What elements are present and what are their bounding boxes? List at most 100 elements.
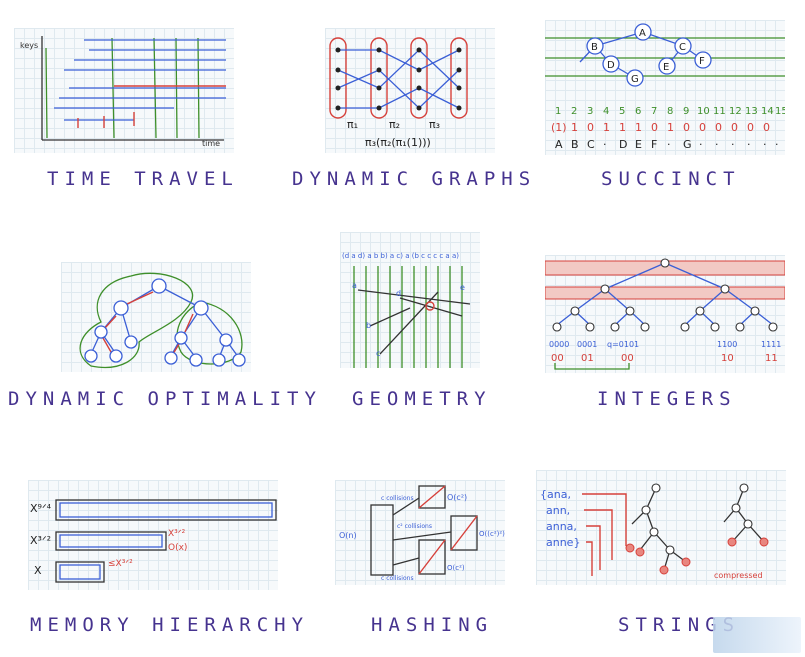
svg-text:5: 5 — [619, 106, 625, 117]
tile-label: HASHING — [371, 614, 494, 636]
bound-2: O(c²) — [447, 564, 465, 572]
point-label-b: b — [366, 321, 371, 330]
level-label-1: X³ᐟ² — [30, 534, 51, 547]
tag-collisions-1: c² collisions — [397, 523, 432, 530]
geometry-letter-row: (d a d) a b b) a c) a (b c c c c a a) — [342, 252, 459, 260]
tag-collisions-2: c collisions — [381, 575, 414, 582]
axis-label-keys: keys — [20, 41, 38, 50]
dynamic-graphs-drawing: π₁ π₂ π₃ π₃(π₂(π₁(1))) — [329, 37, 468, 149]
hashing-illustration: c collisions c² collisions c collisions … — [335, 480, 505, 585]
hashing-drawing: c collisions c² collisions c collisions … — [339, 485, 505, 582]
svg-text:11: 11 — [713, 106, 726, 117]
svg-text:1: 1 — [571, 121, 578, 134]
pi2-label: π₂ — [389, 118, 400, 131]
svg-text:·: · — [603, 138, 607, 151]
node-g: G — [631, 74, 639, 85]
tile-strings[interactable]: {ana, ann, anna, anne} compressed STRING… — [536, 470, 796, 640]
prefix-01: 01 — [581, 353, 594, 364]
tile-integers[interactable]: 0000 0001 q=0101 1100 1111 00 01 00 10 1… — [544, 255, 790, 422]
prefix-00: 00 — [551, 353, 564, 364]
svg-text:15: 15 — [775, 106, 785, 117]
time-travel-drawing: keys time — [20, 36, 226, 148]
svg-text:E: E — [635, 138, 642, 151]
tile-label: DYNAMIC GRAPHS — [292, 168, 537, 190]
code-query: q=0101 — [607, 340, 639, 349]
node-f: F — [699, 56, 705, 67]
memory-hierarchy-drawing: X⁹ᐟ⁴ X³ᐟ² X X³ᐟ² O(x) ≤X³ᐟ² — [30, 499, 277, 583]
svg-text:(1): (1) — [551, 121, 567, 134]
svg-text:0: 0 — [683, 121, 690, 134]
bound-3: O(n) — [339, 531, 357, 540]
tile-time-travel[interactable]: keys time TIME TRAVEL — [14, 28, 234, 198]
bound-1: O((c²)²) — [479, 530, 505, 538]
svg-text:3: 3 — [587, 106, 593, 117]
axis-label-time: time — [202, 139, 220, 148]
svg-text:0: 0 — [699, 121, 706, 134]
svg-text:7: 7 — [651, 106, 657, 117]
svg-text:D: D — [619, 138, 627, 151]
tile-dynamic-graphs[interactable]: π₁ π₂ π₃ π₃(π₂(π₁(1))) DYNAMIC GRAPHS — [290, 28, 530, 198]
svg-text:13: 13 — [745, 106, 758, 117]
svg-text:G: G — [683, 138, 692, 151]
bound-0: O(c²) — [447, 493, 467, 502]
point-label-c: c — [376, 349, 380, 358]
integers-drawing: 0000 0001 q=0101 1100 1111 00 01 00 10 1… — [544, 258, 786, 370]
prefix-11: 11 — [765, 353, 778, 364]
word-3: anne} — [546, 536, 580, 549]
node-d: D — [607, 60, 615, 71]
tile-label: GEOMETRY — [352, 388, 492, 410]
svg-text:1: 1 — [555, 106, 561, 117]
time-travel-illustration: keys time — [14, 28, 234, 153]
watermark-logo — [713, 617, 801, 653]
composition-label: π₃(π₂(π₁(1))) — [365, 136, 431, 149]
word-0: {ana, — [540, 488, 571, 501]
word-2: anna, — [546, 520, 577, 533]
svg-text:12: 12 — [729, 106, 742, 117]
svg-text:10: 10 — [697, 106, 710, 117]
svg-text:2: 2 — [571, 106, 577, 117]
svg-text:9: 9 — [683, 106, 689, 117]
code-1111: 1111 — [761, 340, 781, 349]
node-e: E — [663, 62, 669, 73]
word-1: ann, — [546, 504, 570, 517]
dynamic-optimality-illustration — [61, 262, 251, 372]
tile-label: MEMORY HIERARCHY — [30, 614, 310, 636]
compressed-label: compressed — [714, 571, 763, 580]
svg-text:8: 8 — [667, 106, 673, 117]
dynamic-optimality-drawing — [79, 272, 246, 368]
tile-label: TIME TRAVEL — [47, 168, 239, 190]
strings-drawing: {ana, ann, anna, anne} compressed — [540, 483, 769, 580]
svg-text:0: 0 — [731, 121, 738, 134]
tile-hashing[interactable]: c collisions c² collisions c collisions … — [335, 480, 515, 640]
point-label-d: d — [396, 289, 401, 298]
svg-text:1: 1 — [603, 121, 610, 134]
svg-text:1: 1 — [635, 121, 642, 134]
geometry-illustration: (d a d) a b b) a c) a (b c c c c a a) a … — [340, 232, 480, 368]
note-2: ≤X³ᐟ² — [108, 559, 133, 569]
memory-hierarchy-illustration: X⁹ᐟ⁴ X³ᐟ² X X³ᐟ² O(x) ≤X³ᐟ² — [28, 480, 278, 590]
svg-text:B: B — [571, 138, 579, 151]
code-0000: 0000 — [549, 340, 569, 349]
node-b: B — [591, 42, 598, 53]
point-label-e: e — [460, 283, 465, 292]
prefix-10: 10 — [721, 353, 734, 364]
svg-text:·: · — [763, 138, 767, 151]
note-0: X³ᐟ² — [168, 529, 186, 539]
svg-text:0: 0 — [715, 121, 722, 134]
svg-text:C: C — [587, 138, 595, 151]
dynamic-graphs-illustration: π₁ π₂ π₃ π₃(π₂(π₁(1))) — [325, 28, 495, 153]
tile-dynamic-optimality[interactable]: DYNAMIC OPTIMALITY — [6, 262, 316, 422]
tile-memory-hierarchy[interactable]: X⁹ᐟ⁴ X³ᐟ² X X³ᐟ² O(x) ≤X³ᐟ² MEMORY HIERA… — [28, 480, 303, 640]
svg-text:0: 0 — [587, 121, 594, 134]
geometry-drawing: (d a d) a b b) a c) a (b c c c c a a) a … — [342, 252, 471, 368]
point-label-a: a — [352, 281, 357, 290]
svg-text:0: 0 — [651, 121, 658, 134]
tile-geometry[interactable]: (d a d) a b b) a c) a (b c c c c a a) a … — [340, 232, 500, 422]
svg-text:14: 14 — [761, 106, 774, 117]
node-a: A — [639, 28, 646, 39]
